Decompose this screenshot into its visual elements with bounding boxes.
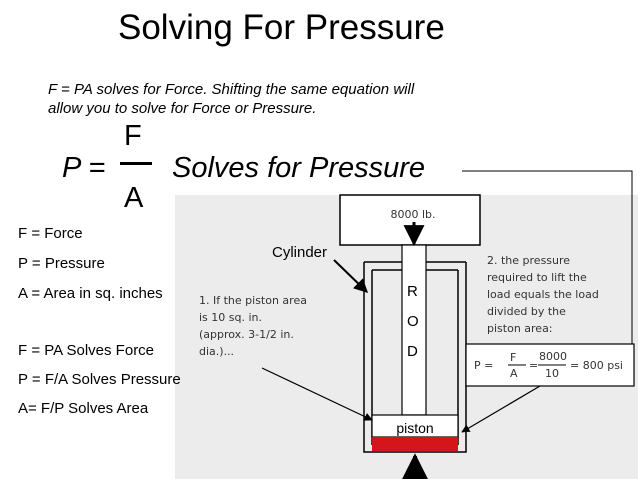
note-line: 1. If the piston area bbox=[199, 294, 307, 307]
cylinder-pointer bbox=[333, 259, 369, 293]
rod-letter: D bbox=[407, 343, 418, 360]
fraction-bar bbox=[120, 162, 152, 165]
note-line: 2. the pressure bbox=[487, 254, 571, 267]
eq-equals: = bbox=[529, 359, 539, 372]
solution-item: A= F/P Solves Area bbox=[18, 400, 149, 417]
caption-connector bbox=[462, 170, 633, 344]
legend-item: F = Force bbox=[18, 225, 83, 242]
piston-red-band bbox=[372, 437, 458, 451]
note-line: is 10 sq. in. bbox=[199, 311, 263, 324]
intro-text: F = PA solves for Force. Shifting the sa… bbox=[48, 80, 414, 118]
solution-item: F = PA Solves Force bbox=[18, 342, 155, 359]
note-line: (approx. 3-1/2 in. bbox=[199, 328, 294, 341]
cylinder-label: Cylinder bbox=[272, 244, 328, 261]
equation-pointer bbox=[461, 385, 541, 433]
formula-caption: Solves for Pressure bbox=[172, 152, 426, 184]
piston-label: piston bbox=[396, 420, 434, 436]
eq-result: = 800 psi bbox=[570, 359, 623, 372]
note-line: required to lift the bbox=[487, 271, 587, 284]
rod-letter: O bbox=[407, 313, 419, 330]
cylinder-walls bbox=[363, 261, 467, 453]
eq-num1: F bbox=[510, 351, 517, 364]
rod-letter: R bbox=[407, 283, 418, 300]
note-line: dia.)... bbox=[199, 345, 235, 358]
intro-line: allow you to solve for Force or Pressure… bbox=[48, 100, 317, 117]
legend-item: P = Pressure bbox=[18, 255, 105, 272]
eq-lhs: P = bbox=[474, 359, 494, 372]
note-1: 1. If the piston area is 10 sq. in. (app… bbox=[199, 292, 307, 360]
load-label: 8000 lb. bbox=[390, 208, 436, 221]
legend-item: A = Area in sq. inches bbox=[18, 285, 163, 302]
eq-den2: 10 bbox=[545, 367, 559, 380]
formula-denominator: A bbox=[124, 182, 144, 214]
note-line: divided by the bbox=[487, 305, 566, 318]
note-2: 2. the pressure required to lift the loa… bbox=[487, 252, 599, 337]
eq-den1: A bbox=[510, 367, 518, 380]
formula-numerator: F bbox=[124, 120, 142, 152]
solution-item: P = F/A Solves Pressure bbox=[18, 371, 181, 388]
note-line: load equals the load bbox=[487, 288, 599, 301]
note-line: piston area: bbox=[487, 322, 553, 335]
formula-lhs: P = bbox=[62, 152, 106, 184]
note1-pointer bbox=[261, 367, 373, 421]
page-title: Solving For Pressure bbox=[118, 8, 445, 47]
piston-rod bbox=[401, 244, 427, 416]
eq-num2: 8000 bbox=[539, 350, 567, 363]
intro-line: F = PA solves for Force. Shifting the sa… bbox=[48, 81, 415, 98]
